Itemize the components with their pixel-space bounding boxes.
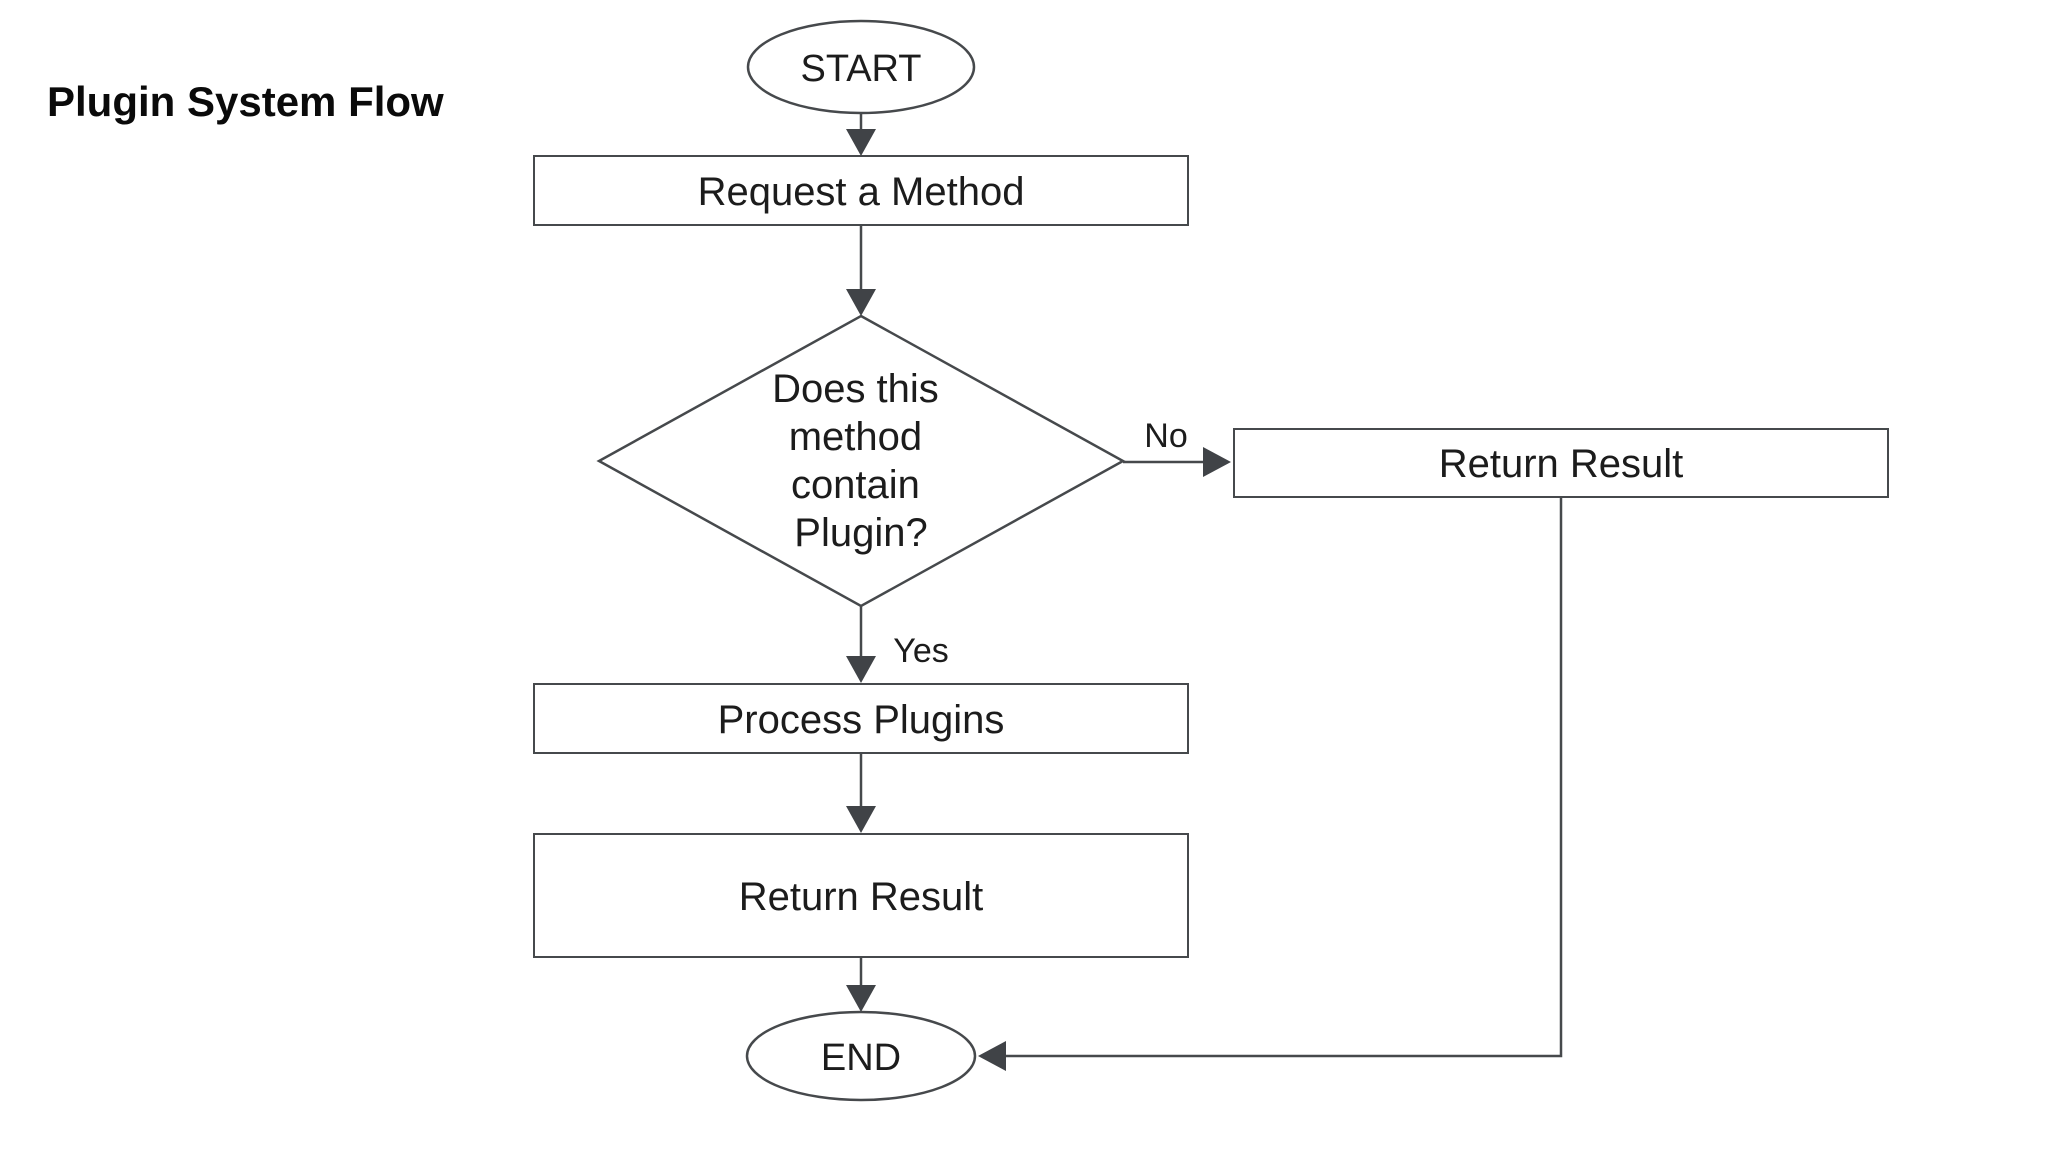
arrowhead-left-icon [978, 1041, 1006, 1071]
end-node: END [745, 1010, 977, 1102]
return-result-no-node-label: Return Result [1439, 442, 1684, 486]
return-result-no-node-shape [1233, 428, 1889, 498]
decision-diamond-node: Does this method contain Plugin? [596, 314, 1126, 608]
start-node: START [746, 19, 976, 115]
return-result-node: Return Result [533, 833, 1189, 958]
edge-return-to-end [846, 957, 876, 1012]
start-node-shape [746, 19, 976, 115]
decision-diamond-label: Does this method contain Plugin? [772, 367, 950, 555]
arrowhead-right-icon [1203, 447, 1231, 477]
edge-process-to-return [846, 753, 876, 833]
page-title: Plugin System Flow [47, 78, 444, 125]
arrowhead-down-icon [846, 289, 876, 316]
edge-request-to-decision [846, 225, 876, 316]
process-plugins-node-label: Process Plugins [718, 698, 1005, 742]
edge-return-no-to-end-line [1006, 497, 1563, 1058]
arrowhead-down-icon [846, 985, 876, 1012]
edge-start-to-request [846, 113, 876, 156]
process-plugins-node-shape [533, 683, 1189, 754]
start-node-label: START [800, 48, 921, 90]
arrowhead-down-icon [846, 806, 876, 833]
request-method-node: Request a Method [533, 155, 1189, 226]
decision-diamond-shape [596, 314, 1126, 608]
arrowhead-down-icon [846, 656, 876, 683]
edge-label-yes: Yes [893, 632, 948, 670]
return-result-no-node: Return Result [1233, 428, 1889, 498]
edge-decision-no: No [1123, 417, 1231, 477]
edge-return-no-to-end [978, 497, 1563, 1071]
end-node-label: END [821, 1037, 901, 1079]
request-method-node-shape [533, 155, 1189, 226]
arrowhead-down-icon [846, 129, 876, 156]
edge-label-no: No [1144, 417, 1187, 455]
process-plugins-node: Process Plugins [533, 683, 1189, 754]
edge-decision-yes: Yes [846, 606, 949, 683]
end-node-shape [745, 1010, 977, 1102]
return-result-node-label: Return Result [739, 875, 984, 919]
request-method-node-label: Request a Method [698, 170, 1025, 214]
return-result-node-shape [533, 833, 1189, 958]
